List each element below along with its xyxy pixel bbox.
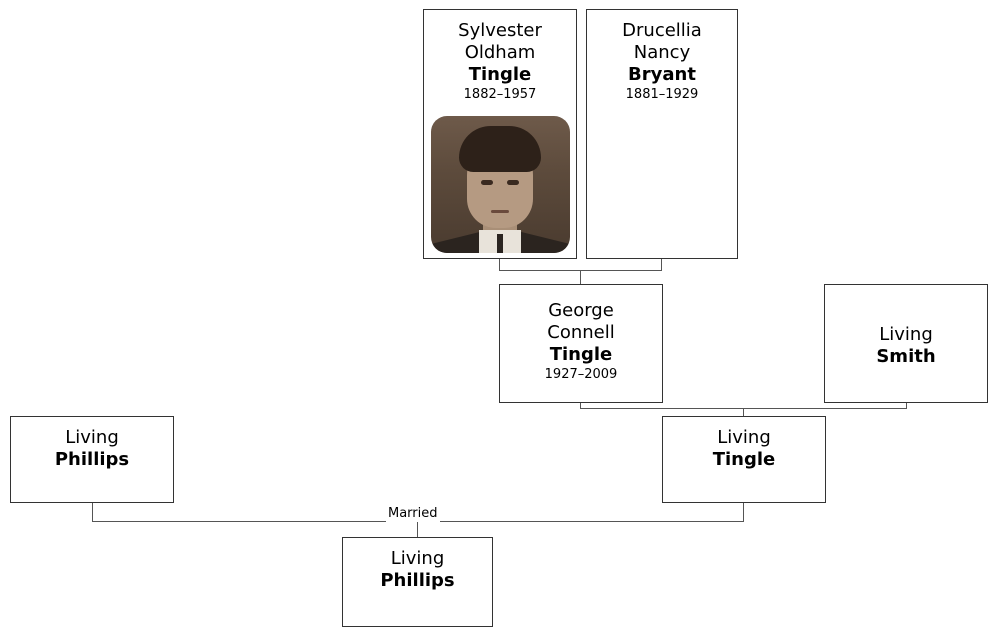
person-box-living-smith[interactable]: Living Smith bbox=[824, 284, 988, 403]
portrait-photo bbox=[431, 116, 570, 253]
person-box-george-tingle[interactable]: George Connell Tingle 1927–2009 bbox=[499, 284, 663, 403]
life-dates: 1881–1929 bbox=[625, 87, 699, 102]
person-box-living-phillips-child[interactable]: Living Phillips bbox=[342, 537, 493, 627]
connector-line bbox=[743, 502, 744, 522]
surname: Phillips bbox=[380, 570, 455, 591]
connector-line bbox=[417, 521, 418, 538]
middle-name: Nancy bbox=[633, 42, 691, 63]
person-box-living-tingle[interactable]: Living Tingle bbox=[662, 416, 826, 503]
marriage-label: Married bbox=[386, 506, 440, 522]
first-name: Living bbox=[717, 427, 771, 448]
surname: Smith bbox=[876, 346, 936, 367]
middle-name: Connell bbox=[547, 322, 615, 343]
first-name: Drucellia bbox=[622, 20, 702, 41]
life-dates: 1927–2009 bbox=[544, 367, 618, 382]
first-name: Living bbox=[65, 427, 119, 448]
life-dates: 1882–1957 bbox=[463, 87, 537, 102]
connector-line bbox=[661, 258, 662, 271]
surname: Tingle bbox=[549, 344, 613, 365]
first-name: Living bbox=[390, 548, 445, 569]
connector-line bbox=[580, 270, 581, 285]
person-box-sylvester-tingle[interactable]: Sylvester Oldham Tingle 1882–1957 bbox=[423, 9, 577, 259]
first-name: George bbox=[548, 300, 614, 321]
surname: Bryant bbox=[628, 64, 696, 85]
person-box-living-phillips-parent[interactable]: Living Phillips bbox=[10, 416, 174, 503]
middle-name: Oldham bbox=[464, 42, 536, 63]
connector-line bbox=[580, 402, 581, 408]
person-box-drucellia-bryant[interactable]: Drucellia Nancy Bryant 1881–1929 bbox=[586, 9, 738, 259]
surname: Phillips bbox=[54, 449, 130, 470]
first-name: Sylvester bbox=[458, 20, 542, 41]
connector-line bbox=[92, 502, 93, 522]
connector-line bbox=[499, 258, 500, 271]
first-name: Living bbox=[879, 324, 933, 345]
surname: Tingle bbox=[712, 449, 776, 470]
connector-line bbox=[743, 408, 744, 417]
connector-line bbox=[906, 402, 907, 408]
surname: Tingle bbox=[468, 64, 532, 85]
